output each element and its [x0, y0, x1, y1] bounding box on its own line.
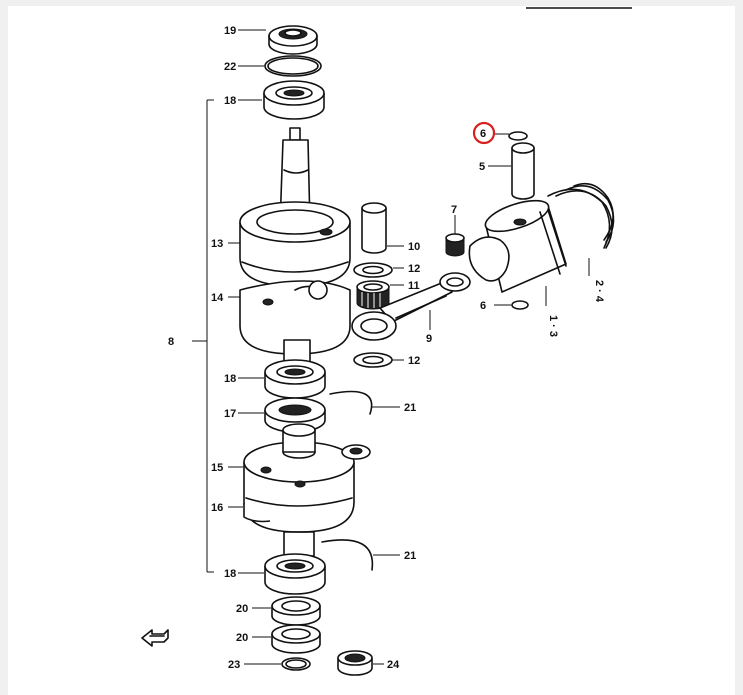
- label-14: 14: [211, 292, 224, 304]
- assembly-bracket-8: [192, 99, 214, 573]
- ring-part-23: [281, 657, 311, 671]
- label-9: 9: [426, 333, 432, 345]
- washer-part-12-lower: [353, 352, 393, 368]
- bearing-part-18-top: [263, 80, 325, 120]
- seal-part-24: [337, 650, 373, 676]
- label-22: 22: [224, 61, 236, 73]
- needle-bearing-part-11: [356, 280, 390, 310]
- top-margin: [0, 0, 743, 6]
- label-8: 8: [168, 336, 174, 348]
- pin-part-10: [361, 202, 387, 254]
- crankshaft-lower: [243, 423, 371, 557]
- oil-seal-part-19: [268, 25, 318, 55]
- bearing-part-18-lower: [264, 553, 326, 595]
- washer-part-12-upper: [353, 262, 393, 278]
- right-margin: [735, 0, 743, 695]
- label-20-lower: 20: [236, 632, 248, 644]
- label-2-4: 2 · 4: [593, 280, 605, 303]
- label-18-lower: 18: [224, 568, 236, 580]
- label-18-top: 18: [224, 95, 236, 107]
- label-19: 19: [224, 25, 236, 37]
- label-5: 5: [479, 161, 485, 173]
- circlip-part-6-lower: [511, 300, 529, 310]
- circlip-part-6-top: [508, 131, 528, 141]
- highlight-circle: [472, 121, 496, 145]
- label-6-lower: 6: [480, 300, 486, 312]
- label-13: 13: [211, 238, 223, 250]
- piston-part-1: [468, 199, 567, 293]
- label-16: 16: [211, 502, 223, 514]
- label-1-3: 1 · 3: [547, 315, 559, 337]
- label-6-top: 6: [480, 128, 486, 140]
- label-18-middle: 18: [224, 373, 236, 385]
- label-17: 17: [224, 408, 236, 420]
- piston-pin-part-5: [511, 142, 535, 200]
- label-10: 10: [408, 241, 420, 253]
- label-20-upper: 20: [236, 603, 248, 615]
- label-11: 11: [408, 280, 420, 292]
- label-7: 7: [451, 204, 457, 216]
- bearing-part-20-upper: [271, 596, 321, 626]
- label-12-upper: 12: [408, 263, 420, 275]
- small-end-bearing-part-7: [445, 233, 465, 257]
- circlip-part-21-upper: [329, 390, 373, 415]
- label-15: 15: [211, 462, 223, 474]
- bearing-part-18-middle: [264, 359, 326, 399]
- label-24: 24: [387, 659, 400, 671]
- crankshaft-upper: [239, 127, 351, 355]
- label-12-lower: 12: [408, 355, 420, 367]
- label-23: 23: [228, 659, 240, 671]
- front-arrow-icon: [141, 629, 169, 647]
- left-margin: [0, 0, 8, 695]
- bearing-part-20-lower: [271, 624, 321, 654]
- leader-lines: [228, 29, 590, 665]
- connecting-rod-part-9: [351, 272, 471, 341]
- label-21-upper: 21: [404, 402, 416, 414]
- label-21-lower: 21: [404, 550, 416, 562]
- seal-part-17: [264, 397, 326, 433]
- o-ring-part-22: [264, 55, 322, 77]
- piston-rings-part-2: [547, 182, 615, 249]
- circlip-part-21-lower: [321, 539, 374, 571]
